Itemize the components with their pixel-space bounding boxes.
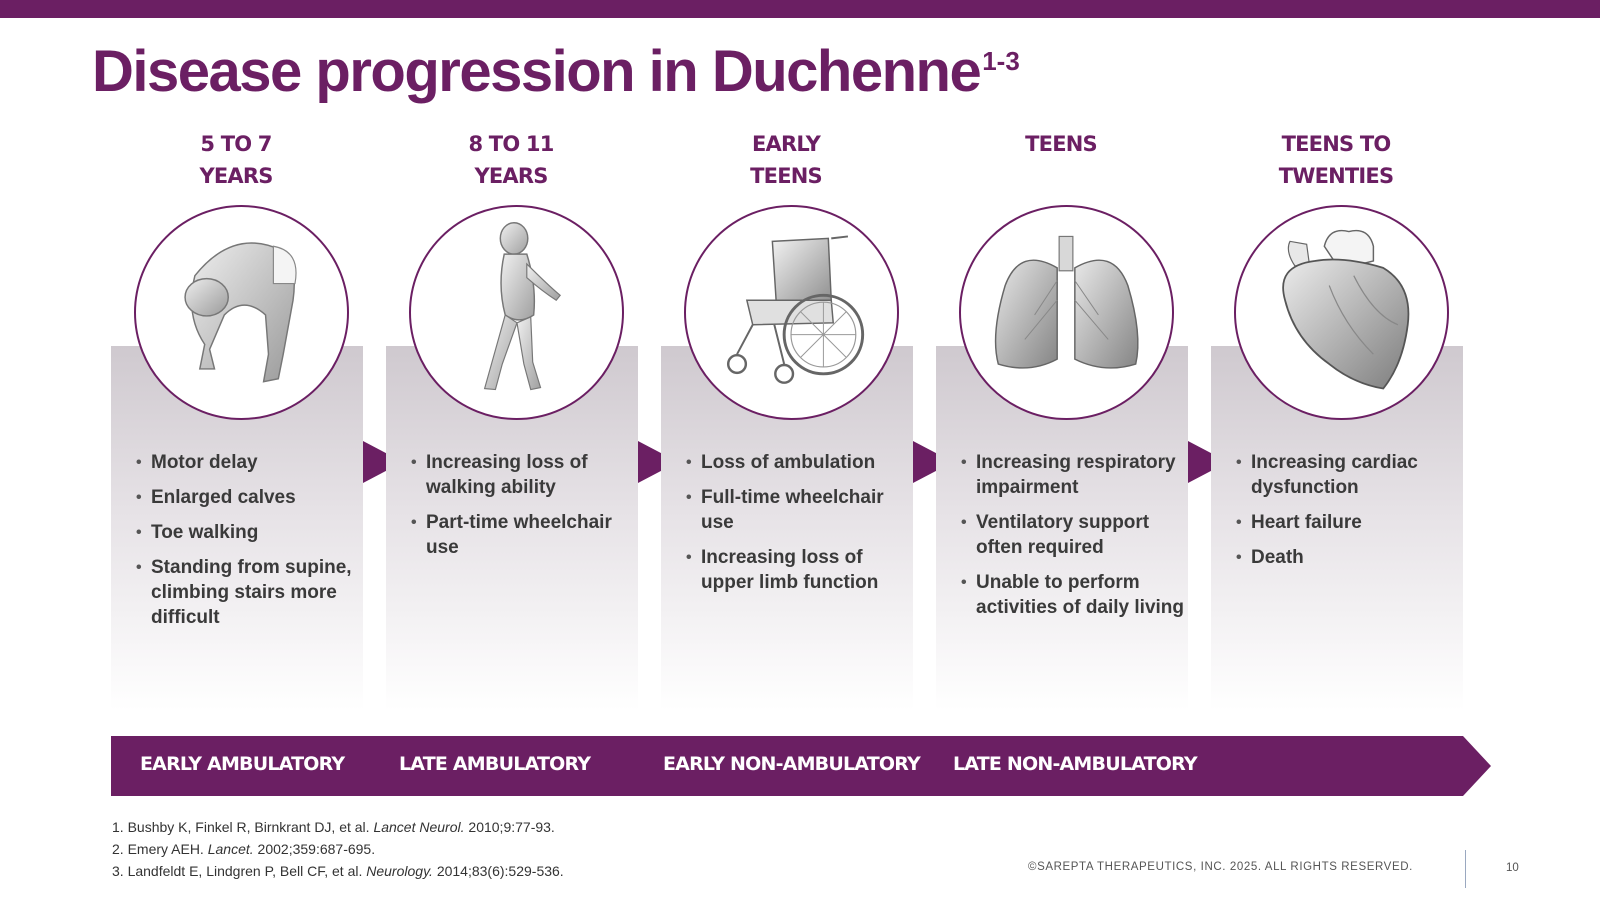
reference-item: 2. Emery AEH. Lancet. 2002;359:687-695.	[112, 838, 564, 860]
stage-5-to-7-years: 5 TO 7 YEARS Motor delay Enlarged calves…	[111, 0, 364, 720]
bullet-item: Loss of ambulation	[686, 450, 914, 475]
stage-header: 5 TO 7 YEARS	[111, 128, 361, 192]
wheelchair-icon	[684, 205, 899, 420]
stage-bullets: Increasing respiratory impairment Ventil…	[961, 450, 1189, 630]
stage-header-line1: EARLY	[751, 132, 821, 156]
reference-details: 2010;9:77-93.	[468, 819, 555, 835]
page-number: 10	[1506, 862, 1519, 874]
reference-details: 2002;359:687-695.	[257, 841, 376, 857]
stage-bullets: Loss of ambulation Full-time wheelchair …	[686, 450, 914, 605]
bullet-item: Enlarged calves	[136, 485, 364, 510]
reference-authors: Landfeldt E, Lindgren P, Bell CF, et al.	[127, 863, 363, 879]
stage-bullets: Increasing loss of walking ability Part-…	[411, 450, 639, 570]
bullet-item: Increasing respiratory impairment	[961, 450, 1189, 500]
reference-details: 2014;83(6):529-536.	[436, 863, 564, 879]
reference-journal: Lancet Neurol.	[373, 819, 465, 835]
footer-divider	[1465, 850, 1466, 888]
ambulatory-phase-arrow-bar	[111, 736, 1491, 796]
stage-header-line2: TWENTIES	[1278, 164, 1394, 188]
bullet-item: Increasing loss of walking ability	[411, 450, 639, 500]
bullet-item: Toe walking	[136, 520, 364, 545]
lungs-icon	[959, 205, 1174, 420]
bullet-item: Increasing cardiac dysfunction	[1236, 450, 1464, 500]
stage-header: TEENS TO TWENTIES	[1211, 128, 1461, 192]
references: 1. Bushby K, Finkel R, Birnkrant DJ, et …	[112, 816, 564, 882]
stage-header-line2: YEARS	[474, 164, 548, 188]
bullet-item: Motor delay	[136, 450, 364, 475]
stage-8-to-11-years: 8 TO 11 YEARS Increasing loss of walking…	[386, 0, 639, 720]
bullet-item: Ventilatory support often required	[961, 510, 1189, 560]
reference-number: 1.	[112, 819, 124, 835]
title-superscript: 1-3	[982, 46, 1020, 76]
stage-early-teens: EARLY TEENS Loss of ambulation Full-time…	[661, 0, 914, 720]
reference-journal: Neurology.	[366, 863, 433, 879]
stage-header-line1: TEENS	[1025, 132, 1098, 156]
reference-authors: Bushby K, Finkel R, Birnkrant DJ, et al.	[127, 819, 370, 835]
bullet-item: Part-time wheelchair use	[411, 510, 639, 560]
phase-label-early-non-ambulatory: EARLY NON-AMBULATORY	[663, 753, 921, 775]
child-walking-icon	[409, 205, 624, 420]
phase-label-early-ambulatory: EARLY AMBULATORY	[140, 753, 345, 775]
stage-header: TEENS	[936, 128, 1186, 160]
page-title-text: Disease progression in Duchenne	[92, 39, 982, 104]
reference-item: 1. Bushby K, Finkel R, Birnkrant DJ, et …	[112, 816, 564, 838]
stage-teens: TEENS Increasing respiratory impairment …	[936, 0, 1189, 720]
phase-label-late-ambulatory: LATE AMBULATORY	[399, 753, 591, 775]
stage-header-line2: YEARS	[199, 164, 273, 188]
reference-authors: Emery AEH.	[127, 841, 204, 857]
stage-header-line1: 5 TO 7	[200, 132, 272, 156]
stage-header-line1: TEENS TO	[1281, 132, 1392, 156]
stage-header: 8 TO 11 YEARS	[386, 128, 636, 192]
stage-header-line1: 8 TO 11	[468, 132, 554, 156]
bullet-item: Increasing loss of upper limb function	[686, 545, 914, 595]
bullet-item: Heart failure	[1236, 510, 1464, 535]
reference-item: 3. Landfeldt E, Lindgren P, Bell CF, et …	[112, 860, 564, 882]
child-gowers-sign-icon	[134, 205, 349, 420]
copyright-notice: ©SAREPTA THERAPEUTICS, INC. 2025. ALL RI…	[1028, 861, 1413, 873]
reference-journal: Lancet.	[207, 841, 254, 857]
stage-bullets: Motor delay Enlarged calves Toe walking …	[136, 450, 364, 640]
reference-number: 3.	[112, 863, 124, 879]
bullet-item: Death	[1236, 545, 1464, 570]
stage-header-line2: TEENS	[750, 164, 823, 188]
stage-teens-to-twenties: TEENS TO TWENTIES Increasing cardiac dys…	[1211, 0, 1464, 720]
heart-icon	[1234, 205, 1449, 420]
stage-header: EARLY TEENS	[661, 128, 911, 192]
bullet-item: Standing from supine, climbing stairs mo…	[136, 555, 364, 630]
top-brand-bar	[0, 0, 1600, 18]
bullet-item: Full-time wheelchair use	[686, 485, 914, 535]
reference-number: 2.	[112, 841, 124, 857]
bullet-item: Unable to perform activities of daily li…	[961, 570, 1189, 620]
page-title: Disease progression in Duchenne1-3	[92, 38, 1020, 105]
phase-label-late-non-ambulatory: LATE NON-AMBULATORY	[953, 753, 1198, 775]
stage-bullets: Increasing cardiac dysfunction Heart fai…	[1236, 450, 1464, 580]
